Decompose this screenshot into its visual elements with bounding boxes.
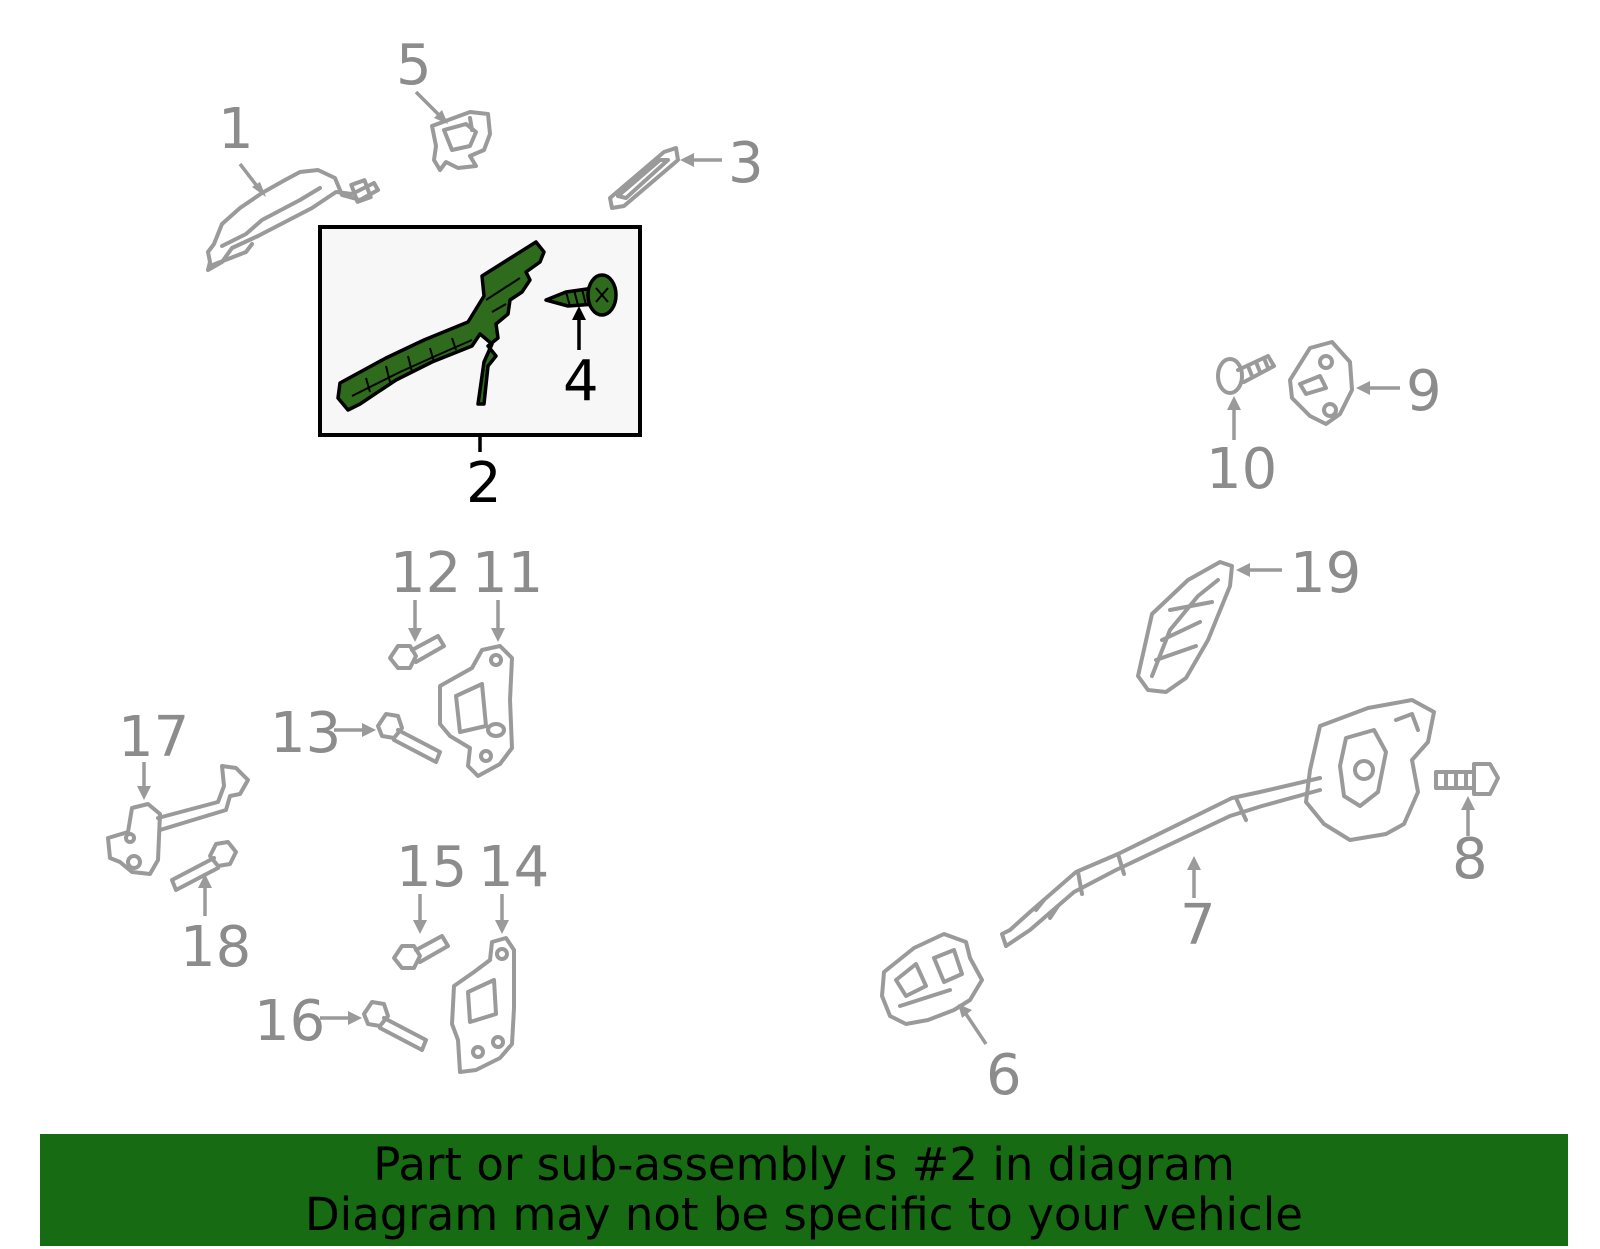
arrow-14 (495, 920, 509, 934)
part-12-bolt (388, 634, 446, 670)
part-19-cover (1136, 560, 1234, 694)
callout-15: 15 (396, 835, 467, 900)
arrow-5 (434, 110, 448, 124)
arrow-15 (413, 920, 427, 934)
part-14-hinge (450, 936, 516, 1074)
leader-6 (964, 1013, 988, 1045)
part-6-actuator (880, 932, 984, 1026)
part-1-outer-handle (206, 168, 380, 272)
arrow-10 (1227, 396, 1241, 410)
part-13-bolt (376, 712, 442, 764)
part-10-bolt (1216, 354, 1276, 395)
callout-12: 12 (390, 541, 461, 606)
arrow-9 (1356, 381, 1370, 395)
callout-5: 5 (396, 33, 432, 98)
callout-2: 2 (466, 451, 502, 516)
part-8-bolt (1434, 762, 1500, 796)
arrow-19 (1236, 563, 1250, 577)
part-15-bolt (392, 934, 450, 970)
callout-19: 19 (1290, 541, 1361, 606)
arrow-18 (198, 874, 212, 888)
callout-7: 7 (1180, 893, 1216, 958)
part-17-door-check (106, 764, 250, 876)
part-16-bolt (362, 1000, 428, 1052)
arrow-12 (408, 628, 422, 642)
arrow-1 (252, 182, 266, 197)
callout-17: 17 (118, 705, 189, 770)
callout-18: 18 (180, 915, 251, 980)
part-11-hinge (438, 644, 514, 778)
callout-10: 10 (1206, 437, 1277, 502)
callout-14: 14 (478, 835, 549, 900)
callout-9: 9 (1406, 359, 1442, 424)
callout-3: 3 (728, 131, 764, 196)
part-18-bolt (170, 840, 238, 892)
part-9-striker (1288, 340, 1354, 426)
part-3-pad (608, 146, 680, 210)
part-5-bracket (430, 110, 492, 172)
banner-line-2: Diagram may not be specific to your vehi… (305, 1188, 1303, 1241)
arrow-6 (958, 1004, 972, 1018)
callout-4: 4 (563, 349, 599, 414)
arrow-4 (572, 306, 586, 320)
callout-8: 8 (1452, 827, 1488, 892)
arrow-16 (348, 1011, 362, 1025)
arrow-7 (1187, 856, 1201, 870)
arrow-11 (491, 628, 505, 642)
callout-16: 16 (254, 989, 325, 1054)
callout-1: 1 (218, 97, 254, 162)
arrow-13 (362, 723, 376, 737)
part-2-handle-frame (336, 240, 546, 412)
callout-11: 11 (472, 541, 543, 606)
part-4-screw (544, 273, 618, 317)
leader-5 (414, 90, 444, 120)
banner-line-1: Part or sub-assembly is #2 in diagram (373, 1138, 1235, 1191)
arrow-3 (680, 153, 694, 167)
arrow-17 (137, 786, 151, 800)
arrow-8 (1461, 796, 1475, 810)
info-banner: Part or sub-assembly is #2 in diagram Di… (40, 1134, 1568, 1246)
callout-13: 13 (270, 701, 341, 766)
part-7-lock-assembly (1000, 698, 1436, 948)
callout-6: 6 (986, 1043, 1022, 1108)
